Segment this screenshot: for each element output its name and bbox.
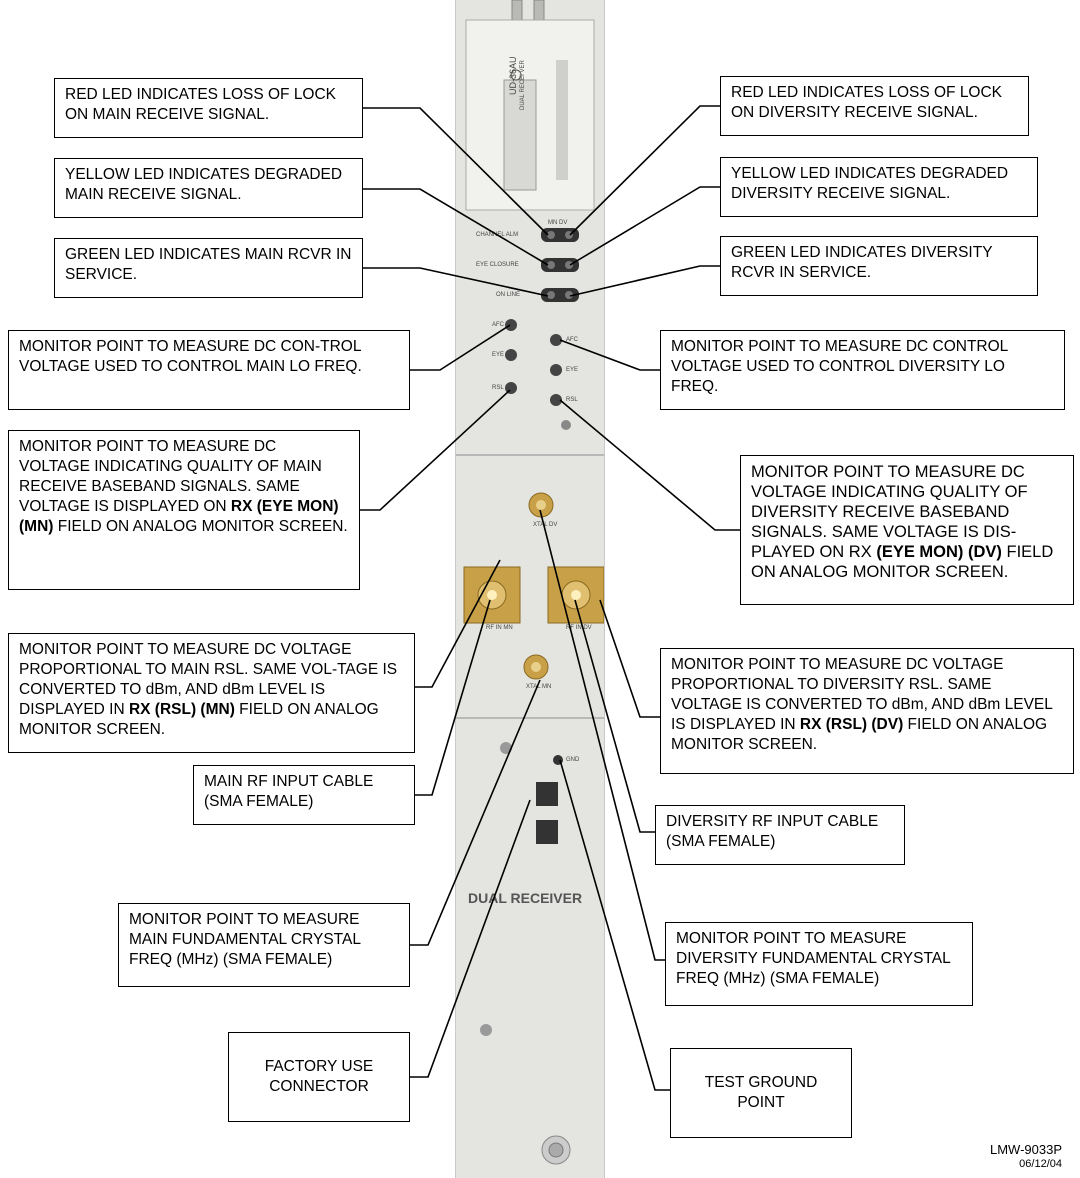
callout-div-rf-input: DIVERSITY RF INPUT CABLE (SMA FEMALE) (655, 805, 905, 865)
leader-c6 (415, 559, 501, 688)
callout-div-rsl-text1: MONITOR POINT TO MEASURE DC VOLTAGE PROP… (671, 656, 1053, 733)
callout-div-rsl: MONITOR POINT TO MEASURE DC VOLTAGE PROP… (660, 648, 1074, 774)
panel-rf-in-dv-label: RF IN DV (566, 625, 592, 631)
callout-main-rsl: MONITOR POINT TO MEASURE DC VOLTAGE PROP… (8, 633, 415, 753)
leader-c3 (363, 267, 549, 297)
callout-div-red-led: RED LED INDICATES LOSS OF LOCK ON DIVERS… (720, 76, 1029, 136)
callout-div-rsl-bold: RX (RSL) (DV) (799, 716, 904, 733)
panel-gnd-label: GND (566, 757, 580, 763)
callout-main-rf-input: MAIN RF INPUT CABLE (SMA FEMALE) (193, 765, 415, 825)
callout-main-eye-bold: RX (EYE MON) (MN) (19, 498, 339, 535)
callout-main-eye-text2: FIELD ON ANALOG MONITOR SCREEN. (53, 518, 348, 535)
panel-eye-div-label: EYE (566, 367, 579, 373)
callout-main-green-led: GREEN LED INDICATES MAIN RCVR IN SERVICE… (54, 238, 363, 298)
callout-main-eye: MONITOR POINT TO MEASURE DC VOLTAGE INDI… (8, 430, 360, 590)
callout-div-eye-bold: (EYE MON) (DV) (876, 543, 1002, 561)
panel-rsl-div-label: RSL (566, 397, 578, 403)
receiver-panel: UD-36AU DUAL RECEI VER MN DV CHANNEL ALM… (455, 0, 605, 1178)
panel-xtal-mn-label: XTAL MN (526, 684, 552, 690)
panel-artwork (456, 0, 605, 1165)
callout-main-rsl-bold: RX (RSL) (MN) (128, 701, 235, 718)
leader-c5 (360, 389, 511, 511)
panel-xtal-dv-label: XTAL DV (533, 522, 558, 528)
callout-factory-connector: FACTORY USE CONNECTOR (228, 1032, 410, 1122)
callout-main-rsl-text2: FIELD ON ANALOG MONITOR SCREEN. (19, 701, 379, 738)
callout-div-eye-text1: MONITOR POINT TO MEASURE DC VOLTAGE INDI… (751, 463, 1028, 561)
leader-c12 (569, 265, 720, 297)
leader-c17 (539, 509, 665, 961)
leader-c14 (559, 399, 740, 531)
figure-id-number: LMW-9033P (989, 1142, 1062, 1157)
callout-main-crystal: MONITOR POINT TO MEASURE MAIN FUNDAMENTA… (118, 903, 410, 987)
callout-div-eye-text2: FIELD ON ANALOG MONITOR SCREEN. (751, 543, 1054, 581)
panel-mn-dv-label: MN DV (548, 220, 568, 226)
leader-c1 (363, 107, 549, 236)
leader-c10 (569, 105, 720, 236)
panel-eye-closure-label: EYE CLOSURE (476, 262, 519, 268)
panel-on-line-label: ON LINE (496, 292, 521, 298)
panel-rsl-main-label: RSL (492, 385, 504, 391)
leader-c18 (559, 759, 670, 1091)
leader-c4 (410, 324, 511, 371)
callout-div-eye: MONITOR POINT TO MEASURE DC VOLTAGE INDI… (740, 455, 1074, 605)
panel-afc-main-label: AFC (492, 322, 504, 328)
leader-c9 (410, 799, 531, 1078)
leader-c11 (569, 186, 720, 266)
leader-c7 (415, 599, 491, 796)
callout-div-afc: MONITOR POINT TO MEASURE DC CONTROL VOLT… (660, 330, 1065, 410)
leader-c15 (599, 599, 660, 718)
callout-main-red-led: RED LED INDICATES LOSS OF LOCK ON MAIN R… (54, 78, 363, 138)
callout-main-yellow-led: YELLOW LED INDICATES DEGRADED MAIN RECEI… (54, 158, 363, 218)
callout-main-afc: MONITOR POINT TO MEASURE DC CON-TROL VOL… (8, 330, 410, 410)
leader-c2 (363, 188, 549, 266)
figure-id: LMW-9033P 06/12/04 (990, 1143, 1062, 1171)
callout-div-rsl-text2: FIELD ON ANALOG MONITOR SCREEN. (671, 716, 1048, 753)
callout-main-rsl-text1: MONITOR POINT TO MEASURE DC VOLTAGE PROP… (19, 641, 398, 718)
leader-c8 (410, 679, 541, 946)
panel-rf-in-mn-label: RF IN MN (486, 625, 513, 631)
leader-c13 (559, 339, 660, 371)
callout-div-green-led: GREEN LED INDICATES DIVERSITY RCVR IN SE… (720, 236, 1038, 296)
panel-afc-div-label: AFC (566, 337, 578, 343)
panel-eye-main-label: EYE (492, 352, 505, 358)
figure-date: 06/12/04 (1019, 1158, 1062, 1170)
callout-div-crystal: MONITOR POINT TO MEASURE DIVERSITY FUNDA… (665, 922, 973, 1006)
panel-title: DUAL RECEIVER (468, 890, 583, 906)
leader-c16 (574, 599, 655, 833)
callout-test-ground: TEST GROUND POINT (670, 1048, 852, 1138)
callout-main-eye-text1: MONITOR POINT TO MEASURE DC VOLTAGE INDI… (19, 438, 322, 515)
callout-div-yellow-led: YELLOW LED INDICATES DEGRADED DIVERSITY … (720, 157, 1038, 217)
